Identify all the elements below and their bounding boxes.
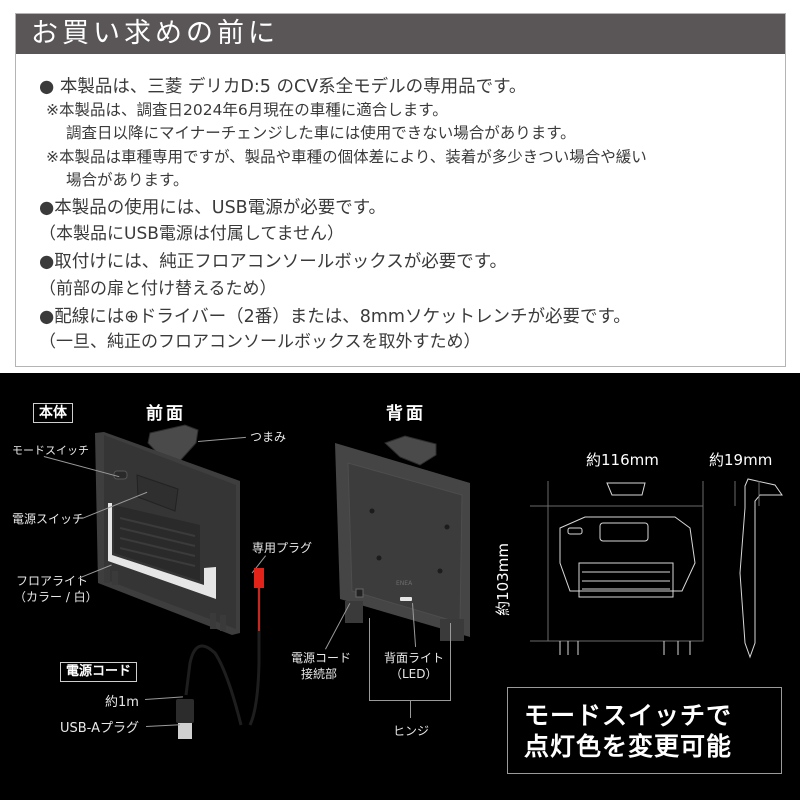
notice-body: ● 本製品は、三菱 デリカD:5 のCV系全モデルの専用品です。 ※本製品は、調… (16, 54, 785, 354)
purchase-notice-box: お買い求めの前に ● 本製品は、三菱 デリカD:5 のCV系全モデルの専用品です… (15, 13, 786, 367)
hinge-bracket-stem (410, 700, 411, 718)
width-dimension-label: 約116mm (586, 451, 659, 469)
power-switch-label: 電源スイッチ (12, 512, 85, 526)
dimension-line-drawing (530, 478, 783, 659)
back-led-icon (400, 597, 412, 601)
power-cord-illustration (176, 568, 264, 739)
height-dimension-label: 約103mm (493, 543, 512, 616)
usb-plug-body (176, 699, 194, 723)
hinge-bracket-left (369, 618, 370, 700)
knob-label: つまみ (250, 430, 287, 444)
notice-line-fit-variance-cont: 場合があります。 (66, 170, 189, 189)
notice-line-compatibility: ● 本製品は、三菱 デリカD:5 のCV系全モデルの専用品です。 (39, 77, 527, 97)
back-light-led-label: （LED） (390, 667, 438, 681)
feature-callout-line2: 点灯色を変更可能 (524, 732, 733, 761)
usb-a-plug-label: USB-Aプラグ (60, 721, 139, 736)
notice-line-fit-variance: ※本製品は車種専用ですが、製品や車種の個体差により、装着が多少きつい場合や緩い (46, 147, 647, 166)
back-panel-illustration: ENEA (335, 435, 470, 641)
front-panel-illustration (95, 424, 240, 635)
notice-line-tools-required: ●配線には⊕ドライバー（2番）または、8mmソケットレンチが必要です。 (39, 306, 631, 327)
notice-line-usb-required: ●本製品の使用には、USB電源が必要です。 (39, 198, 386, 219)
notice-header-title: お買い求めの前に (16, 14, 785, 54)
notice-line-minor-change: 調査日以降にマイナーチェンジした車には使用できない場合があります。 (66, 124, 576, 143)
hinge-label: ヒンジ (393, 724, 430, 738)
dedicated-plug-label: 専用プラグ (252, 541, 313, 555)
dedicated-plug-icon (254, 568, 264, 588)
floor-light-label: フロアライト (16, 574, 89, 588)
main-body-label: 本体 (33, 403, 73, 423)
floor-light-color-label: （カラー / 白） (14, 590, 98, 604)
product-diagram-section: 本体 前面 背面 モードスイッチ 電源スイッチ つまみ フロアライト (0, 373, 800, 800)
depth-dimension-label: 約19mm (709, 451, 773, 469)
cord-length-label: 約1m (105, 695, 139, 710)
mode-switch-label: モードスイッチ (12, 444, 89, 457)
back-view-title: 背面 (386, 404, 426, 424)
brand-mark: ENEA (396, 580, 413, 587)
notice-line-survey-date: ※本製品は、調査日2024年6月現在の車種に適合します。 (46, 101, 448, 120)
front-view-title: 前面 (146, 404, 186, 424)
back-light-label: 背面ライト (384, 651, 445, 665)
notice-line-console-required: ●取付けには、純正フロアコンソールボックスが必要です。 (39, 252, 507, 273)
feature-callout-line1: モードスイッチで (524, 701, 733, 730)
notice-line-usb-not-included: （本製品にUSB電源は付属してません） (39, 224, 345, 245)
power-cord-label: 電源コード (60, 662, 138, 682)
notice-line-tools-reason: （一旦、純正のフロアコンソールボックスを取外すため） (39, 332, 481, 353)
feature-callout-box: モードスイッチで 点灯色を変更可能 (507, 687, 782, 774)
cord-connection-label: 電源コード (291, 651, 352, 665)
notice-line-console-reason: （前部の扉と付け替えるため） (39, 278, 277, 299)
hinge-bracket-right (450, 623, 451, 700)
cord-connection-label-2: 接続部 (301, 667, 338, 681)
usb-a-connector-icon (178, 723, 192, 739)
